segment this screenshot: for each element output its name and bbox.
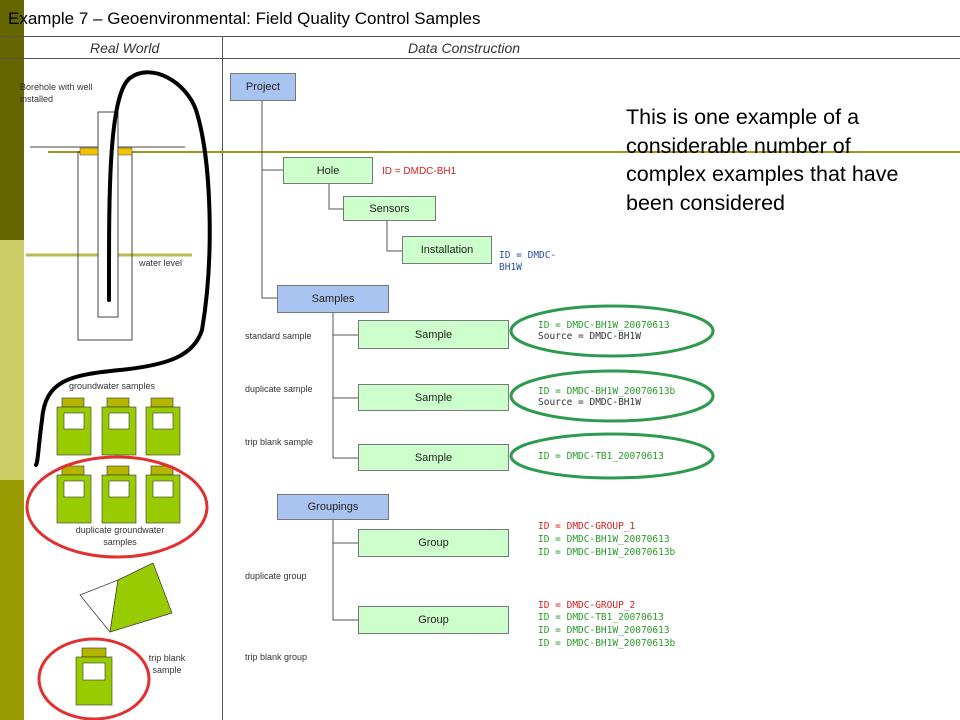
- trip-blank-highlight-ellipse: [37, 637, 151, 720]
- bottle-icon: [75, 647, 113, 706]
- explanatory-note: This is one example of a considerable nu…: [626, 105, 899, 215]
- standard-sample-ellipse: [509, 304, 715, 358]
- duplicate-highlight-ellipse: [25, 455, 209, 559]
- title-rule: [0, 36, 960, 37]
- group-id: ID = DMDC-GROUP_2: [538, 600, 636, 611]
- sample-id: ID = DMDC-BH1W_20070613: [538, 320, 670, 331]
- borehole-label: Borehole with well installed: [20, 82, 93, 104]
- group-member-id: ID = DMDC-BH1W_20070613b: [538, 638, 676, 649]
- bottle-icon: [145, 397, 181, 456]
- bottle-icon: [56, 397, 92, 456]
- group-caption: trip blank group: [245, 652, 308, 662]
- group-node[interactable]: Group: [358, 529, 509, 557]
- hole-node[interactable]: Hole: [283, 157, 373, 184]
- group-caption: duplicate group: [245, 571, 307, 581]
- page-title: Example 7 – Geoenvironmental: Field Qual…: [8, 9, 481, 28]
- hole-id: ID = DMDC-BH1: [382, 166, 457, 177]
- project-node[interactable]: Project: [230, 73, 296, 101]
- sample-id: ID = DMDC-TB1_20070613: [538, 451, 664, 462]
- bottle-icon: [56, 465, 92, 524]
- group-member-id: ID = DMDC-TB1_20070613: [538, 612, 664, 623]
- sidebar-stripe-middle: [0, 240, 24, 480]
- seal-left: [79, 147, 99, 156]
- tree-connectors: [261, 101, 402, 621]
- duplicate-sample-ellipse: [509, 369, 715, 423]
- sample-caption: standard sample: [245, 331, 312, 341]
- duplicate-samples-label: duplicate groundwater samples: [75, 525, 165, 547]
- sidebar-stripe-top: [0, 0, 24, 240]
- sample-node[interactable]: Sample: [358, 444, 509, 471]
- group-node[interactable]: Group: [358, 606, 509, 634]
- seal-right: [117, 147, 133, 156]
- samples-node[interactable]: Samples: [277, 285, 389, 313]
- sampling-tube: [34, 70, 212, 467]
- trip-blank-sample-ellipse: [509, 432, 715, 480]
- installation-node[interactable]: Installation: [402, 236, 492, 264]
- installation-id: ID = DMDC-BH1W: [499, 250, 557, 273]
- sensors-node[interactable]: Sensors: [343, 196, 436, 221]
- data-construction-header: Data Construction: [408, 40, 521, 56]
- real-world-header: Real World: [90, 40, 160, 56]
- sample-source: Source = DMDC-BH1W: [538, 331, 641, 342]
- header-rule: [0, 58, 960, 59]
- bottle-icon: [101, 397, 137, 456]
- column-divider: [222, 36, 223, 720]
- group-member-id: ID = DMDC-BH1W_20070613: [538, 625, 670, 636]
- groupings-node[interactable]: Groupings: [277, 494, 389, 520]
- bottle-icon: [101, 465, 137, 524]
- sample-source: Source = DMDC-BH1W: [538, 397, 641, 408]
- sample-caption: duplicate sample: [245, 384, 313, 394]
- group-id: ID = DMDC-GROUP_1: [538, 521, 636, 532]
- sample-caption: trip blank sample: [245, 437, 314, 447]
- sidebar-stripe-bottom: [0, 480, 24, 720]
- water-level-label: water level: [139, 258, 183, 268]
- group-member-id: ID = DMDC-BH1W_20070613: [538, 534, 670, 545]
- groundwater-samples-label: groundwater samples: [69, 381, 156, 391]
- bottle-icon: [145, 465, 181, 524]
- sample-node[interactable]: Sample: [358, 320, 509, 349]
- trip-blank-box-right: [109, 562, 173, 633]
- sample-id: ID = DMDC-BH1W_20070613b: [538, 386, 676, 397]
- group-member-id: ID = DMDC-BH1W_20070613b: [538, 547, 676, 558]
- sample-node[interactable]: Sample: [358, 384, 509, 411]
- trip-blank-label: trip blank sample: [148, 653, 186, 675]
